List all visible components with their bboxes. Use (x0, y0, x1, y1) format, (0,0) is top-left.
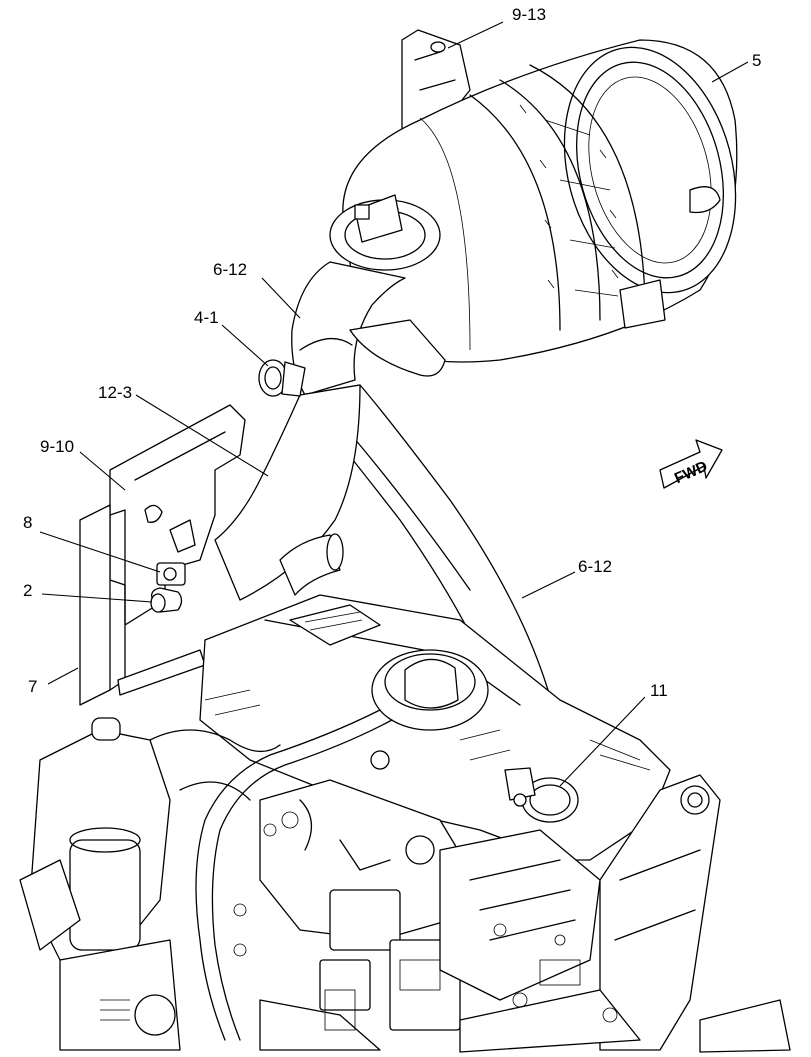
callout-9-10: 9-10 (40, 437, 74, 456)
mounting-plates (79, 404, 246, 706)
engine-block (19, 594, 791, 1053)
air-cleaner-assembly (329, 29, 738, 363)
callout-8: 8 (23, 513, 32, 532)
callout-4-1: 4-1 (194, 308, 219, 327)
callout-11: 11 (650, 681, 668, 700)
forward-direction-arrow: FWD (659, 439, 723, 489)
callout-9-13: 9-13 (512, 5, 546, 24)
callout-5: 5 (752, 51, 761, 70)
callout-6-12-top: 6-12 (213, 260, 247, 279)
callout-6-12-mid: 6-12 (578, 557, 612, 576)
callout-12-3: 12-3 (98, 383, 132, 402)
callout-labels: 9-13 5 6-12 4-1 12-3 9-10 8 2 7 6-12 11 (23, 5, 761, 700)
callout-2: 2 (23, 581, 32, 600)
callout-7: 7 (28, 677, 37, 696)
leader-lines (39, 21, 749, 787)
